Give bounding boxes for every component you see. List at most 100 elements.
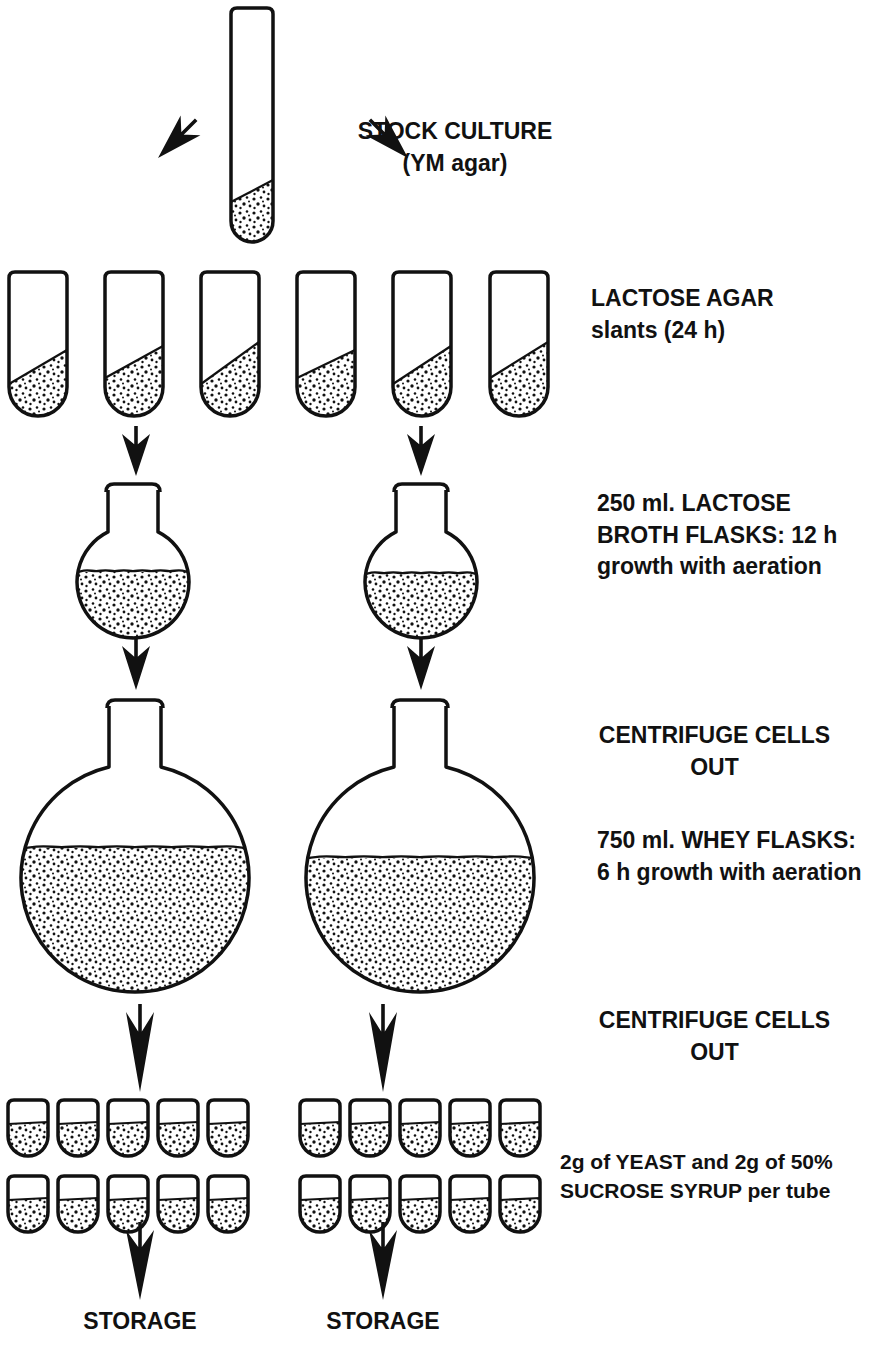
tube-outline [350, 1100, 390, 1156]
tube-outline [8, 1100, 48, 1156]
culture-surface [158, 1198, 198, 1200]
tube-outline [208, 1176, 248, 1232]
culture-surface [108, 1198, 148, 1200]
tube-outline [450, 1176, 490, 1232]
flow-arrow [122, 638, 150, 690]
flask-rim [106, 484, 160, 492]
culture-surface [105, 346, 163, 378]
tube-outline [201, 272, 259, 416]
flask [77, 484, 189, 638]
culture-surface [108, 1122, 148, 1124]
stage-label: 250 ml. LACTOSE BROTH FLASKS: 12 h growt… [597, 488, 852, 583]
tube-outline [500, 1100, 540, 1156]
tube-outline [9, 272, 67, 416]
culture-surface [350, 1198, 390, 1200]
storage-tube [8, 1176, 48, 1232]
storage-tube [58, 1176, 98, 1232]
storage-tube [500, 1176, 540, 1232]
slant-tube [201, 272, 259, 416]
tube-outline [208, 1100, 248, 1156]
tube-outline [8, 1176, 48, 1232]
stage-label: CENTRIFUGE CELLS OUT [572, 720, 857, 783]
slant-tube [9, 272, 67, 416]
storage-tube [350, 1100, 390, 1156]
flow-arrow [369, 1222, 397, 1300]
tube-outline [158, 1176, 198, 1232]
stock-tube [231, 8, 273, 242]
stage-label: STOCK CULTURE (YM agar) [335, 116, 575, 179]
flow-arrow [407, 426, 435, 476]
stage-label: CENTRIFUGE CELLS OUT [572, 1005, 857, 1068]
flow-arrow [126, 1004, 154, 1092]
tube-outline [400, 1100, 440, 1156]
culture-surface [8, 1198, 48, 1200]
storage-tube [158, 1100, 198, 1156]
culture-surface [231, 180, 273, 202]
culture-surface [366, 572, 477, 574]
culture-surface [58, 1122, 98, 1124]
flask-outline [77, 490, 189, 638]
culture-fill [21, 848, 249, 992]
culture-surface [400, 1122, 440, 1124]
storage-tube [400, 1100, 440, 1156]
storage-label: STORAGE [298, 1306, 468, 1338]
storage-tube [108, 1176, 148, 1232]
stage-label: LACTOSE AGAR slants (24 h) [591, 283, 831, 346]
tube-outline [297, 272, 355, 416]
stage-label: 750 ml. WHEY FLASKS: 6 h growth with aer… [597, 825, 872, 888]
culture-surface [158, 1122, 198, 1124]
storage-tube [108, 1100, 148, 1156]
flow-arrow [407, 638, 435, 690]
flask-rim [394, 484, 448, 492]
culture-surface [201, 342, 259, 384]
slant-tube [297, 272, 355, 416]
storage-label: STORAGE [55, 1306, 225, 1338]
culture-surface [8, 1122, 48, 1124]
storage-tube [58, 1100, 98, 1156]
culture-surface [450, 1122, 490, 1124]
tube-outline [393, 272, 451, 416]
slant-tube [490, 272, 548, 416]
storage-tube [8, 1100, 48, 1156]
tube-outline [108, 1176, 148, 1232]
storage-tube [208, 1176, 248, 1232]
culture-surface [208, 1122, 248, 1124]
tube-outline [158, 1100, 198, 1156]
tube-outline [300, 1176, 340, 1232]
culture-fill [306, 858, 534, 992]
tube-outline [500, 1176, 540, 1232]
flask [365, 484, 477, 638]
culture-surface [58, 1198, 98, 1200]
flask [306, 700, 534, 992]
tube-outline [450, 1100, 490, 1156]
slant-tube [105, 272, 163, 416]
culture-surface [500, 1122, 540, 1124]
tube-outline [490, 272, 548, 416]
culture-surface [308, 856, 532, 858]
culture-surface [9, 350, 67, 384]
culture-surface [297, 350, 355, 378]
culture-surface [500, 1198, 540, 1200]
storage-tube [300, 1100, 340, 1156]
storage-tube [158, 1176, 198, 1232]
culture-surface [400, 1198, 440, 1200]
tube-outline [300, 1100, 340, 1156]
storage-tube [450, 1176, 490, 1232]
culture-fill [231, 180, 273, 242]
flask-outline [365, 490, 477, 638]
slant-tube [393, 272, 451, 416]
tube-outline [105, 272, 163, 416]
tube-outline [231, 8, 273, 242]
culture-surface [25, 846, 245, 848]
tube-outline [108, 1100, 148, 1156]
flask [21, 700, 249, 992]
culture-surface [450, 1198, 490, 1200]
flask-outline [21, 706, 249, 992]
tube-outline [58, 1176, 98, 1232]
culture-surface [300, 1122, 340, 1124]
culture-fill [77, 572, 189, 638]
tube-outline [58, 1100, 98, 1156]
flask-rim [392, 700, 448, 708]
